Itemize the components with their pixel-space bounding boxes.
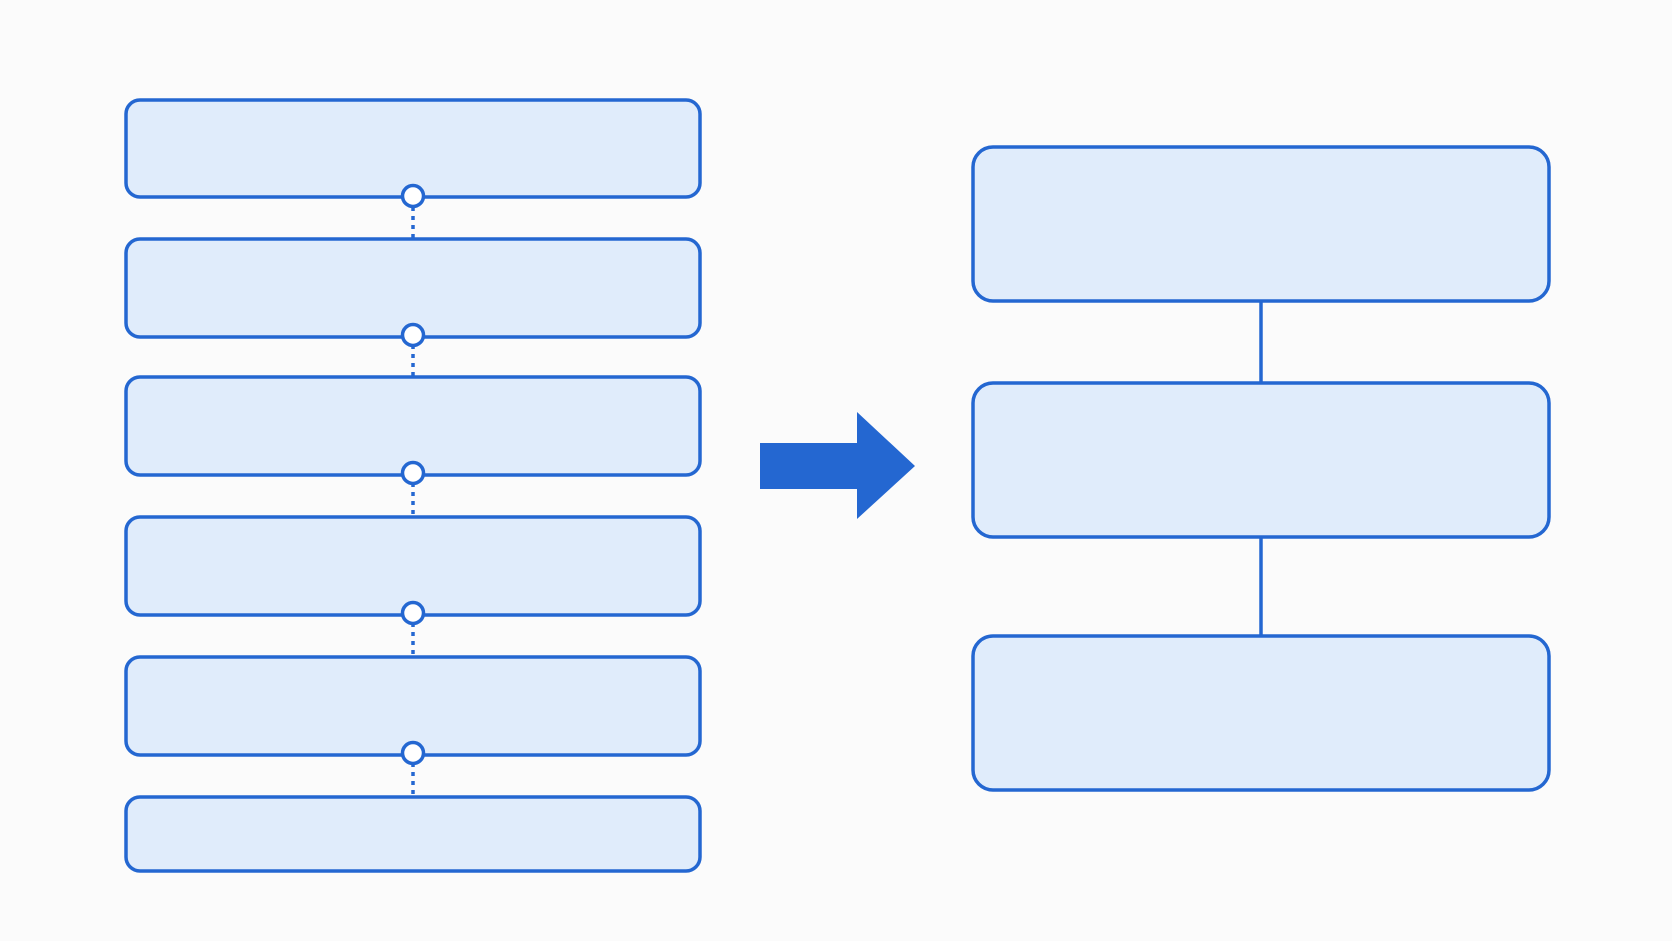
left-box-4 xyxy=(124,515,702,617)
right-arrow-icon xyxy=(760,412,915,519)
right-box-2 xyxy=(971,381,1551,539)
left-stack xyxy=(124,98,702,873)
left-box-2 xyxy=(124,237,702,339)
left-box-1 xyxy=(124,98,702,199)
right-box-1 xyxy=(971,145,1551,303)
left-box-3 xyxy=(124,375,702,477)
right-box-3 xyxy=(971,634,1551,792)
left-box-5 xyxy=(124,655,702,757)
right-stack xyxy=(971,145,1551,792)
left-connector-dot-4 xyxy=(400,600,426,626)
left-connector-dot-2 xyxy=(400,322,426,348)
left-connector-dot-5 xyxy=(400,740,426,766)
left-box-6 xyxy=(124,795,702,873)
left-connector-dot-3 xyxy=(400,460,426,486)
left-connector-dot-1 xyxy=(400,183,426,209)
